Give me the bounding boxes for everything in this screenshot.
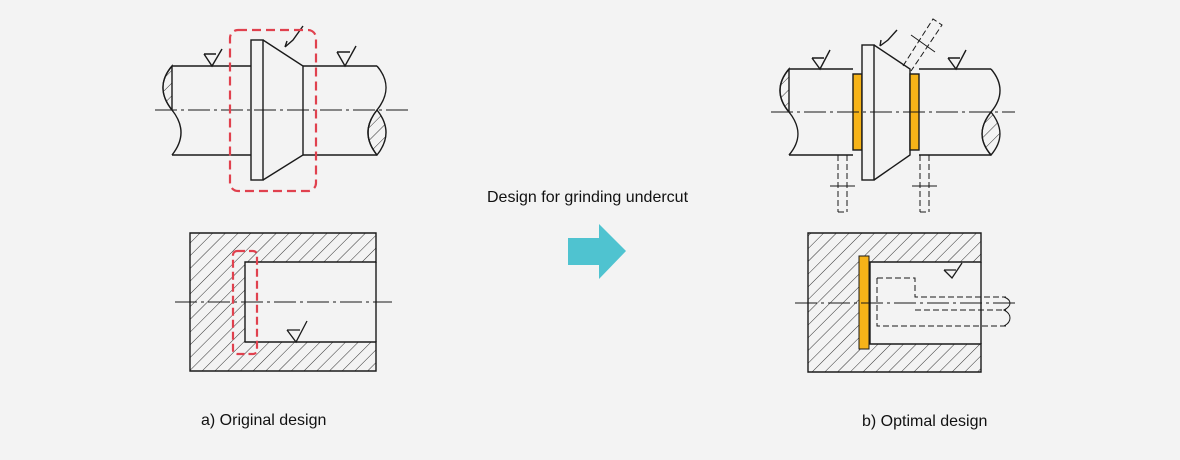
highlight-box-shaft: [228, 28, 318, 193]
surface-finish-icon: [336, 45, 357, 68]
highlight-box-bore: [231, 249, 259, 356]
internal-grinding-tool: [876, 277, 1006, 327]
right-break-hatch: [367, 108, 387, 157]
optimal-bore-drawing: [795, 232, 1018, 373]
original-shaft-drawing: [155, 25, 410, 181]
grinding-wheel-left: [837, 155, 848, 213]
grinding-wheel-right: [919, 155, 930, 213]
optimal-design-caption: b) Optimal design: [862, 413, 988, 430]
left-break-hatch: [779, 67, 790, 114]
tool-break-line: [1002, 296, 1011, 327]
original-bore-drawing: [175, 232, 392, 372]
surface-finish-icon: [947, 49, 967, 71]
right-arrow-icon: [568, 224, 626, 279]
optimal-shaft-drawing: [771, 18, 1015, 213]
left-break-hatch: [162, 64, 173, 112]
surface-finish-icon: [203, 48, 223, 68]
surface-finish-icon: [811, 49, 831, 71]
original-design-caption: a) Original design: [201, 412, 327, 429]
surface-finish-icon: [943, 262, 963, 280]
surface-finish-icon: [879, 29, 898, 47]
grinding-wheel-angled: [902, 18, 943, 72]
transition-label: Design for grinding undercut: [487, 189, 689, 206]
right-break-hatch: [981, 110, 1001, 157]
surface-finish-icon: [286, 320, 308, 344]
